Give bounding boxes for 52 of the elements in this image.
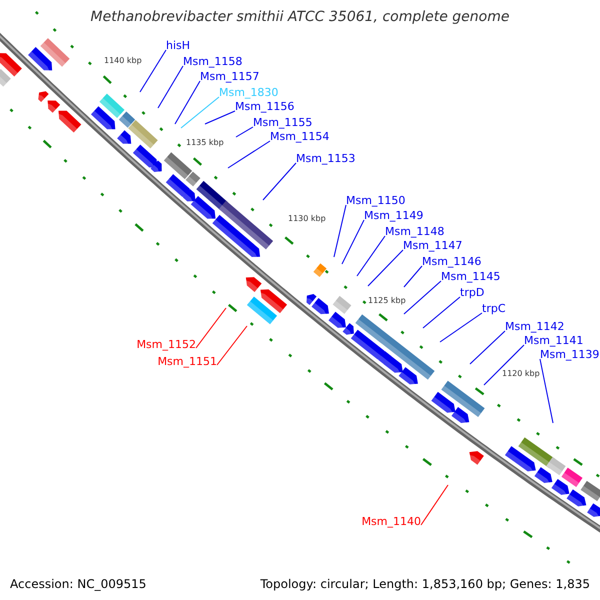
scale-label: 1140 kbp <box>104 56 142 66</box>
gene-label: Msm_1140 <box>362 515 421 529</box>
leader-line <box>158 66 184 108</box>
leader-line <box>470 330 506 364</box>
gene-label: Msm_1156 <box>235 100 294 114</box>
leader-line <box>228 140 270 168</box>
gene-label: Msm_1151 <box>158 355 217 369</box>
leader-line <box>262 162 296 200</box>
leader-line <box>404 266 422 288</box>
leader-line <box>540 358 554 424</box>
leader-line <box>440 312 482 342</box>
gene-label: trpD <box>460 286 484 300</box>
footer-text: Accession: NC_009515 <box>10 576 146 592</box>
gene-label: Msm_1146 <box>422 255 482 269</box>
gene-label: Msm_1139 <box>540 348 600 362</box>
scale-label: 1125 kbp <box>368 296 406 306</box>
scale-label: 1135 kbp <box>186 138 224 148</box>
leader-line <box>140 50 166 92</box>
leader-line <box>334 204 346 258</box>
leader-line <box>342 220 364 264</box>
scale-label: 1120 kbp <box>502 369 540 379</box>
gene-label: Msm_1142 <box>505 320 564 334</box>
leader-line <box>236 126 254 138</box>
gene-label: Msm_1153 <box>296 152 356 166</box>
leader-line <box>356 236 386 276</box>
leader-line <box>484 344 524 386</box>
diagram-title: Methanobrevibacter smithii ATCC 35061, complete genome <box>90 8 510 26</box>
scale-label: 1130 kbp <box>288 214 326 224</box>
gene-label: Msm_1148 <box>385 225 444 239</box>
gene-label: Msm_1158 <box>183 55 242 69</box>
footer-text: Topology: circular; Length: 1,853,160 bp; Genes: 1,835 <box>260 576 590 592</box>
gene-label: Msm_1155 <box>253 116 312 130</box>
gene-label: Msm_1157 <box>200 70 260 84</box>
gene-label: Msm_1150 <box>346 194 406 208</box>
leader-line <box>174 80 200 124</box>
gene-label: trpC <box>482 302 506 316</box>
leader-line <box>420 484 448 526</box>
gene-label: Msm_1149 <box>364 209 424 223</box>
gene-label: hisH <box>166 39 190 53</box>
leader-line <box>422 296 460 328</box>
leader-line <box>216 326 248 366</box>
leader-line <box>180 96 220 128</box>
leader-line <box>368 250 404 286</box>
gene-label: Msm_1830 <box>219 86 278 100</box>
leader-line <box>204 110 236 124</box>
gene-label: Msm_1145 <box>441 270 500 284</box>
gene-label: Msm_1141 <box>524 334 584 348</box>
leader-line <box>404 280 442 314</box>
gene-label: Msm_1152 <box>136 338 196 352</box>
gene-label: Msm_1147 <box>403 239 462 253</box>
gene-label: Msm_1154 <box>270 130 330 144</box>
leader-line <box>196 308 226 348</box>
